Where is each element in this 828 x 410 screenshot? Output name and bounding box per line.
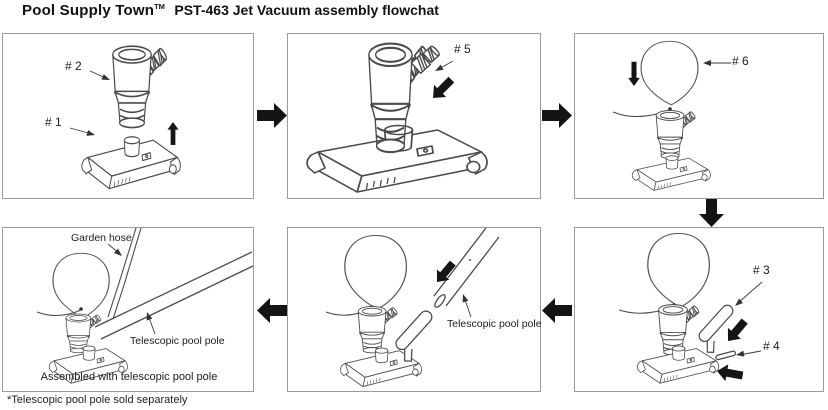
step-2-illustration [306, 34, 488, 193]
vacuum-body-drawing [655, 109, 697, 160]
trademark-symbol: TM [154, 2, 165, 11]
flow-arrow-left-2-icon [257, 298, 287, 323]
pole-label: Telescopic pool pole [130, 335, 225, 347]
vacuum-body-drawing [111, 44, 170, 130]
panel-step-3: # 6 [574, 33, 824, 199]
leader-arrowhead [433, 64, 444, 74]
leader-lines [69, 70, 109, 135]
part-4-label: # 4 [763, 339, 780, 353]
panel-step-4: # 3 # 4 [574, 227, 824, 392]
leaf-bag-drawing [344, 234, 408, 310]
pin-drawing [714, 350, 737, 361]
assemble-up-arrow-icon [167, 122, 179, 145]
garden-hose-label: Garden hose [71, 232, 132, 244]
panel-step-6: Garden hose Telescopic pool pole Assembl… [2, 227, 254, 392]
step-5-illustration [325, 228, 500, 388]
vacuum-head-drawing [81, 136, 181, 190]
step-1-illustration [69, 44, 181, 190]
bag-tie-knot [668, 107, 672, 111]
pole-label: Telescopic pool pole [447, 318, 542, 330]
part-2-label: # 2 [65, 59, 82, 73]
footnote: *Telescopic pool pole sold separately [7, 394, 188, 406]
vacuum-head-drawing [306, 124, 488, 193]
leader-arrowhead [86, 130, 96, 138]
vacuum-head-drawing [636, 345, 720, 384]
title-subtitle: PST-463 Jet Vacuum assembly flowchat [174, 2, 439, 18]
part-6-label: # 6 [732, 54, 749, 68]
leader-arrowhead [735, 350, 745, 358]
assemble-down-arrow-icon [628, 61, 640, 86]
leaf-bag-drawing [647, 232, 711, 308]
part-3-label: # 3 [753, 263, 770, 277]
flow-arrow-right-1-icon [257, 103, 287, 128]
assemble-diagonal-arrow-icon [426, 73, 458, 105]
leader-lines [737, 281, 763, 356]
page-title: Pool Supply TownTM PST-463 Jet Vacuum as… [22, 2, 439, 20]
vacuum-body-drawing [357, 305, 399, 354]
garden-hose-drawing [107, 228, 142, 320]
assemble-left-arrow-icon [715, 362, 745, 384]
leader-arrowhead [101, 74, 112, 83]
leaf-bag-drawing [640, 40, 699, 106]
leader-arrowhead [144, 311, 153, 321]
flow-arrow-down-icon [699, 199, 724, 227]
assemble-diagonal-arrow-icon [430, 257, 460, 288]
pole-drawing [433, 228, 500, 308]
step-3-illustration [612, 40, 731, 191]
assembled-caption: Assembled with telescopic pool pole [40, 371, 218, 383]
leader-arrowhead [460, 293, 469, 303]
part-1-label: # 1 [45, 115, 62, 129]
step-6-illustration [36, 228, 253, 384]
flow-arrow-left-1-icon [542, 298, 572, 323]
panel-step-5: Telescopic pool pole [287, 227, 542, 392]
flow-arrow-right-2-icon [542, 103, 572, 128]
leader-lines [107, 243, 156, 335]
leader-arrowhead [703, 60, 711, 66]
vacuum-head-drawing [631, 155, 711, 191]
part-5-label: # 5 [454, 42, 471, 56]
bag-tie-knot [79, 307, 83, 311]
bag-tie-line [36, 309, 82, 316]
pole-drawing [94, 251, 253, 340]
brand-name: Pool Supply Town [22, 2, 155, 19]
panel-step-2: # 5 [287, 33, 541, 199]
panel-step-1: # 2 # 1 [2, 33, 254, 199]
step-4-illustration [618, 232, 763, 384]
